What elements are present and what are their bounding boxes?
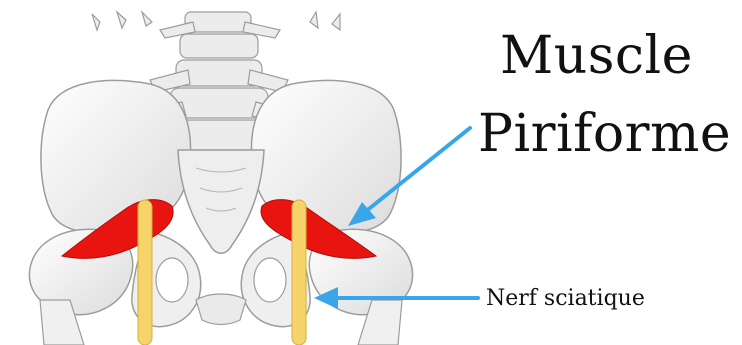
pubic-symphysis bbox=[196, 294, 246, 325]
sacrum bbox=[178, 150, 264, 253]
right-obturator-foramen bbox=[254, 258, 286, 302]
muscle-label-line-2: Piriforme bbox=[478, 104, 731, 164]
nerve-label: Nerf sciatique bbox=[486, 285, 645, 313]
right-sciatic-nerve bbox=[292, 200, 306, 345]
left-sciatic-nerve bbox=[138, 200, 152, 345]
muscle-label-line-1: Muscle bbox=[500, 26, 693, 86]
left-obturator-foramen bbox=[156, 258, 188, 302]
